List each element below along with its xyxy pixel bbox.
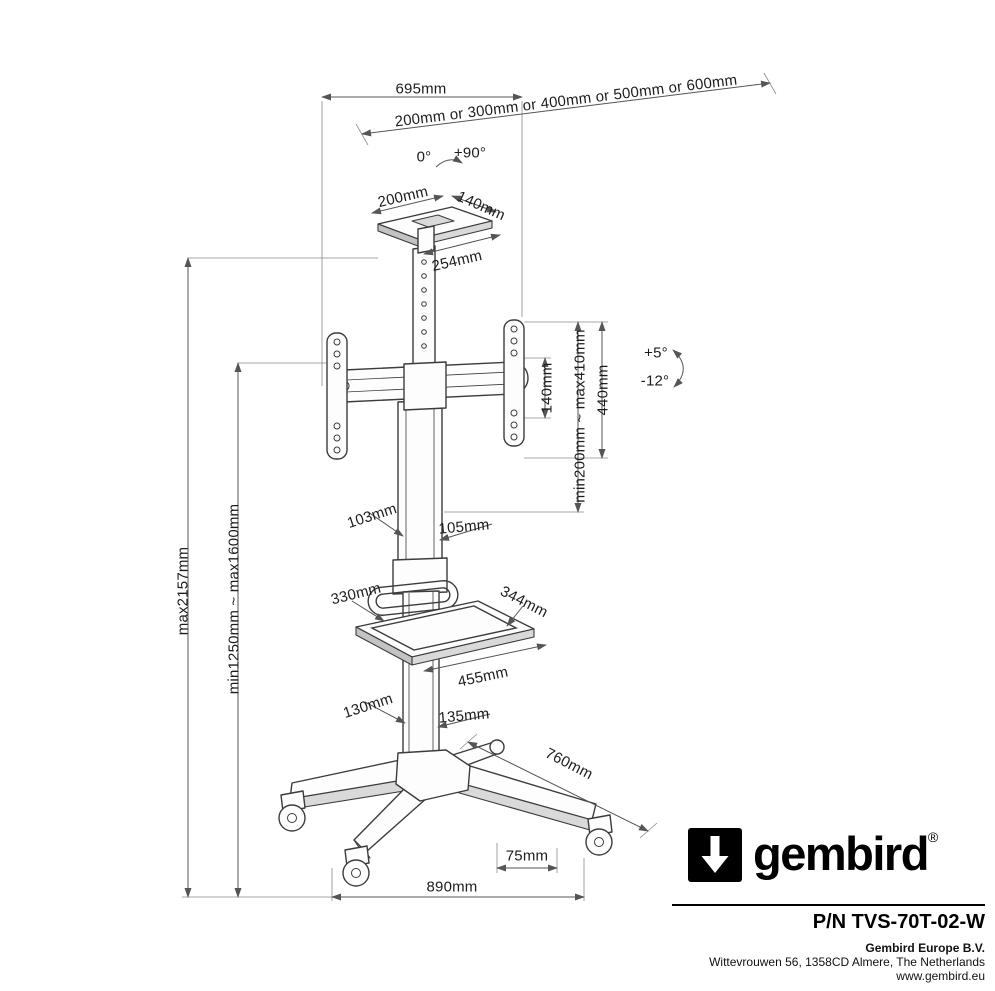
dim-arm-height: 440mm (594, 364, 612, 416)
vesa-arm-right (503, 319, 525, 447)
caster-right (585, 814, 613, 856)
crossbar (327, 361, 529, 411)
angle-swivel-min: 0° (416, 148, 432, 166)
vesa-arm-left (326, 332, 348, 460)
brand-name: gembird® (753, 826, 938, 881)
dim-caster-size: 75mm (505, 847, 549, 865)
dim-max-total-height: max2157mm (174, 546, 192, 636)
brand-divider (672, 904, 985, 906)
part-number: P/N TVS-70T-02-W (812, 911, 985, 933)
gembird-logo-icon (688, 828, 742, 882)
dim-vesa-height: 140mm (538, 362, 556, 414)
angle-tilt-up: +5° (644, 344, 668, 362)
company-name: Gembird Europe B.V. (865, 941, 985, 955)
handle (367, 580, 459, 616)
dim-screen-height-range: min1250mm ~ max1600mm (225, 503, 243, 695)
swivel-arrow-icon (435, 155, 463, 168)
dim-base-width: 890mm (426, 878, 478, 896)
angle-swivel-max: +90° (453, 144, 487, 162)
brand-name-text: gembird (753, 827, 929, 880)
company-info: Gembird Europe B.V. Wittevrouwen 56, 135… (565, 941, 985, 983)
tilt-arrow-icon (672, 349, 684, 388)
angle-tilt-down: -12° (640, 372, 670, 390)
middle-shelf (355, 600, 535, 666)
dim-bracket-height-range: min200mm ~ max410mm (571, 329, 589, 503)
dim-width-695: 695mm (395, 80, 447, 98)
caster-front (342, 845, 370, 887)
caster-left (278, 790, 306, 832)
registered-mark: ® (927, 829, 939, 845)
company-website: www.gembird.eu (896, 969, 985, 983)
company-address: Wittevrouwen 56, 1358CD Almere, The Neth… (709, 955, 985, 969)
dimension-lines (184, 80, 771, 901)
